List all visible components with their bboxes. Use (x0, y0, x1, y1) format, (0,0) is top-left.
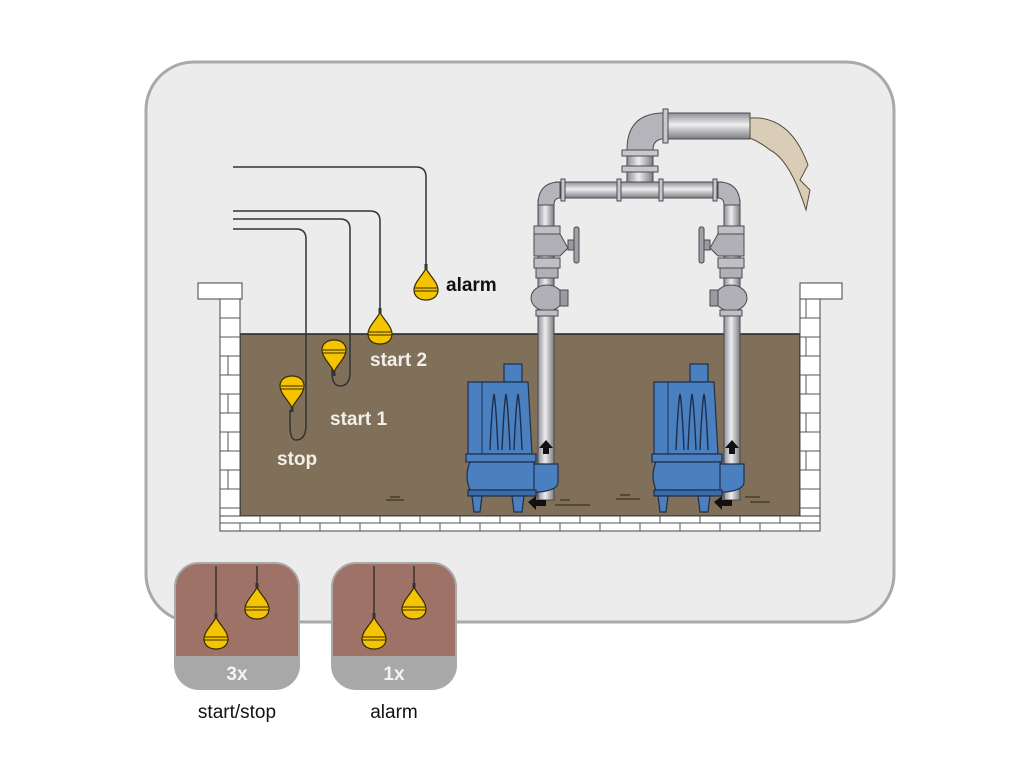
legend-caption-alarm: alarm (370, 702, 418, 723)
right-wall (799, 282, 843, 532)
flow-arrows (528, 440, 739, 510)
discharge-piping (530, 108, 751, 501)
float-cables (233, 166, 427, 441)
sludge (386, 494, 770, 506)
legend-caption-start-stop: start/stop (198, 702, 276, 723)
label-start-1: start 1 (330, 409, 387, 430)
legend-tile-start-stop: 3x (174, 562, 300, 690)
discharge-stream (749, 117, 811, 212)
label-start-2: start 2 (370, 350, 427, 371)
legend-tile-alarm: 1x (331, 562, 457, 690)
legend-count-alarm: 1x (383, 664, 405, 685)
left-wall (197, 282, 243, 532)
label-alarm: alarm (446, 275, 497, 296)
floor (219, 515, 821, 532)
legend-count-start-stop: 3x (226, 664, 248, 685)
label-stop: stop (277, 449, 317, 470)
